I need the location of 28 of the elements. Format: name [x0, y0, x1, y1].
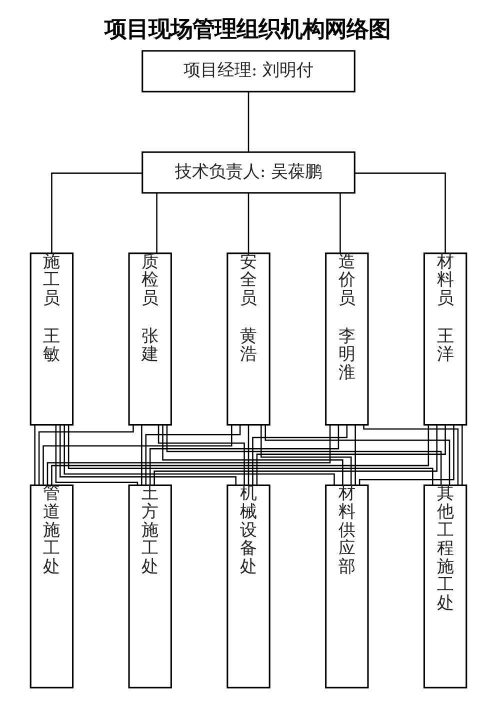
connector	[354, 424, 356, 486]
connector	[461, 424, 462, 486]
connector	[38, 425, 134, 486]
connector	[140, 424, 142, 486]
node-box: 管道施工处	[29, 484, 74, 688]
connector	[54, 424, 138, 485]
node-box: 材料供应部	[324, 484, 368, 688]
connector	[144, 425, 240, 486]
node-box: 质检员 张建	[128, 252, 172, 426]
node-box: 材料员 王洋	[422, 252, 467, 426]
node-box: 其他工程施工处	[422, 484, 467, 688]
connector	[50, 172, 142, 254]
node-box: 技术负责人: 吴葆鹏	[141, 151, 355, 194]
connector	[247, 192, 249, 253]
connector	[247, 424, 249, 486]
connector	[339, 192, 340, 253]
diagram-title: 项目现场管理组织机构网络图	[104, 16, 390, 43]
connector	[354, 172, 446, 254]
node-box: 施工员 王敏	[29, 252, 74, 426]
connector	[156, 192, 157, 253]
node-box: 机械设备处	[226, 484, 270, 688]
connector	[34, 424, 35, 486]
connector	[247, 92, 249, 152]
connector	[157, 424, 244, 485]
node-box: 安全员 黄浩	[226, 252, 270, 426]
node-box: 项目经理: 刘明付	[141, 50, 355, 92]
node-box: 土方施工处	[128, 484, 172, 688]
node-box: 造价员 李明淮	[324, 252, 368, 426]
